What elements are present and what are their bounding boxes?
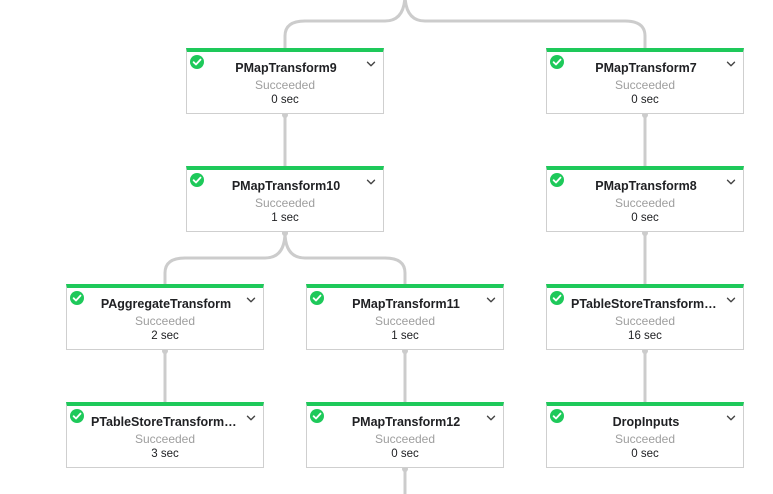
step-name: PMapTransform10	[231, 179, 341, 193]
check-circle-icon	[70, 409, 84, 423]
edge-top-to-n9	[283, 0, 407, 50]
chevron-down-icon[interactable]	[365, 175, 377, 187]
step-duration: 16 sec	[628, 330, 662, 342]
step-status: Succeeded	[254, 196, 316, 210]
step-status: Succeeded	[374, 432, 436, 446]
check-circle-icon	[550, 291, 564, 305]
chevron-down-icon[interactable]	[365, 57, 377, 69]
step-duration: 0 sec	[391, 448, 419, 460]
step-node-ptablestoretransformb[interactable]: PTableStoreTransformB... Succeeded 16 sec	[546, 284, 744, 350]
edge-top-to-n7	[403, 0, 647, 50]
step-duration: 3 sec	[151, 448, 179, 460]
chevron-down-icon[interactable]	[725, 411, 737, 423]
chevron-down-icon[interactable]	[725, 293, 737, 305]
chevron-down-icon[interactable]	[725, 175, 737, 187]
step-name: PMapTransform9	[235, 61, 337, 75]
chevron-down-icon[interactable]	[245, 411, 257, 423]
step-name: PMapTransform11	[352, 297, 460, 311]
check-circle-icon	[550, 409, 564, 423]
check-circle-icon	[310, 409, 324, 423]
step-duration: 0 sec	[631, 448, 659, 460]
step-status: Succeeded	[614, 314, 676, 328]
step-name: PTableStoreTransformB...	[571, 297, 721, 311]
edge-n10-to-n11	[283, 230, 407, 286]
step-duration: 1 sec	[391, 330, 419, 342]
step-status: Succeeded	[254, 78, 316, 92]
step-status: Succeeded	[134, 314, 196, 328]
edge-n10-to-nAgg	[163, 230, 287, 286]
chevron-down-icon[interactable]	[245, 293, 257, 305]
chevron-down-icon[interactable]	[485, 411, 497, 423]
check-circle-icon	[550, 173, 564, 187]
step-name: PAggregateTransform	[100, 297, 232, 311]
check-circle-icon	[550, 55, 564, 69]
step-status: Succeeded	[614, 432, 676, 446]
step-name: PMapTransform8	[595, 179, 697, 193]
step-duration: 1 sec	[271, 212, 299, 224]
step-name: PMapTransform7	[595, 61, 697, 75]
step-name: DropInputs	[612, 415, 680, 429]
chevron-down-icon[interactable]	[725, 57, 737, 69]
check-circle-icon	[190, 173, 204, 187]
step-status: Succeeded	[614, 78, 676, 92]
step-status: Succeeded	[134, 432, 196, 446]
step-status: Succeeded	[614, 196, 676, 210]
step-name: PTableStoreTransformG...	[91, 415, 241, 429]
step-name: PMapTransform12	[351, 415, 461, 429]
step-node-ptablestoretransformg[interactable]: PTableStoreTransformG... Succeeded 3 sec	[66, 402, 264, 468]
check-circle-icon	[70, 291, 84, 305]
check-circle-icon	[190, 55, 204, 69]
step-duration: 0 sec	[631, 94, 659, 106]
step-duration: 0 sec	[271, 94, 299, 106]
chevron-down-icon[interactable]	[485, 293, 497, 305]
step-status: Succeeded	[374, 314, 436, 328]
step-duration: 0 sec	[631, 212, 659, 224]
check-circle-icon	[310, 291, 324, 305]
step-duration: 2 sec	[151, 330, 179, 342]
